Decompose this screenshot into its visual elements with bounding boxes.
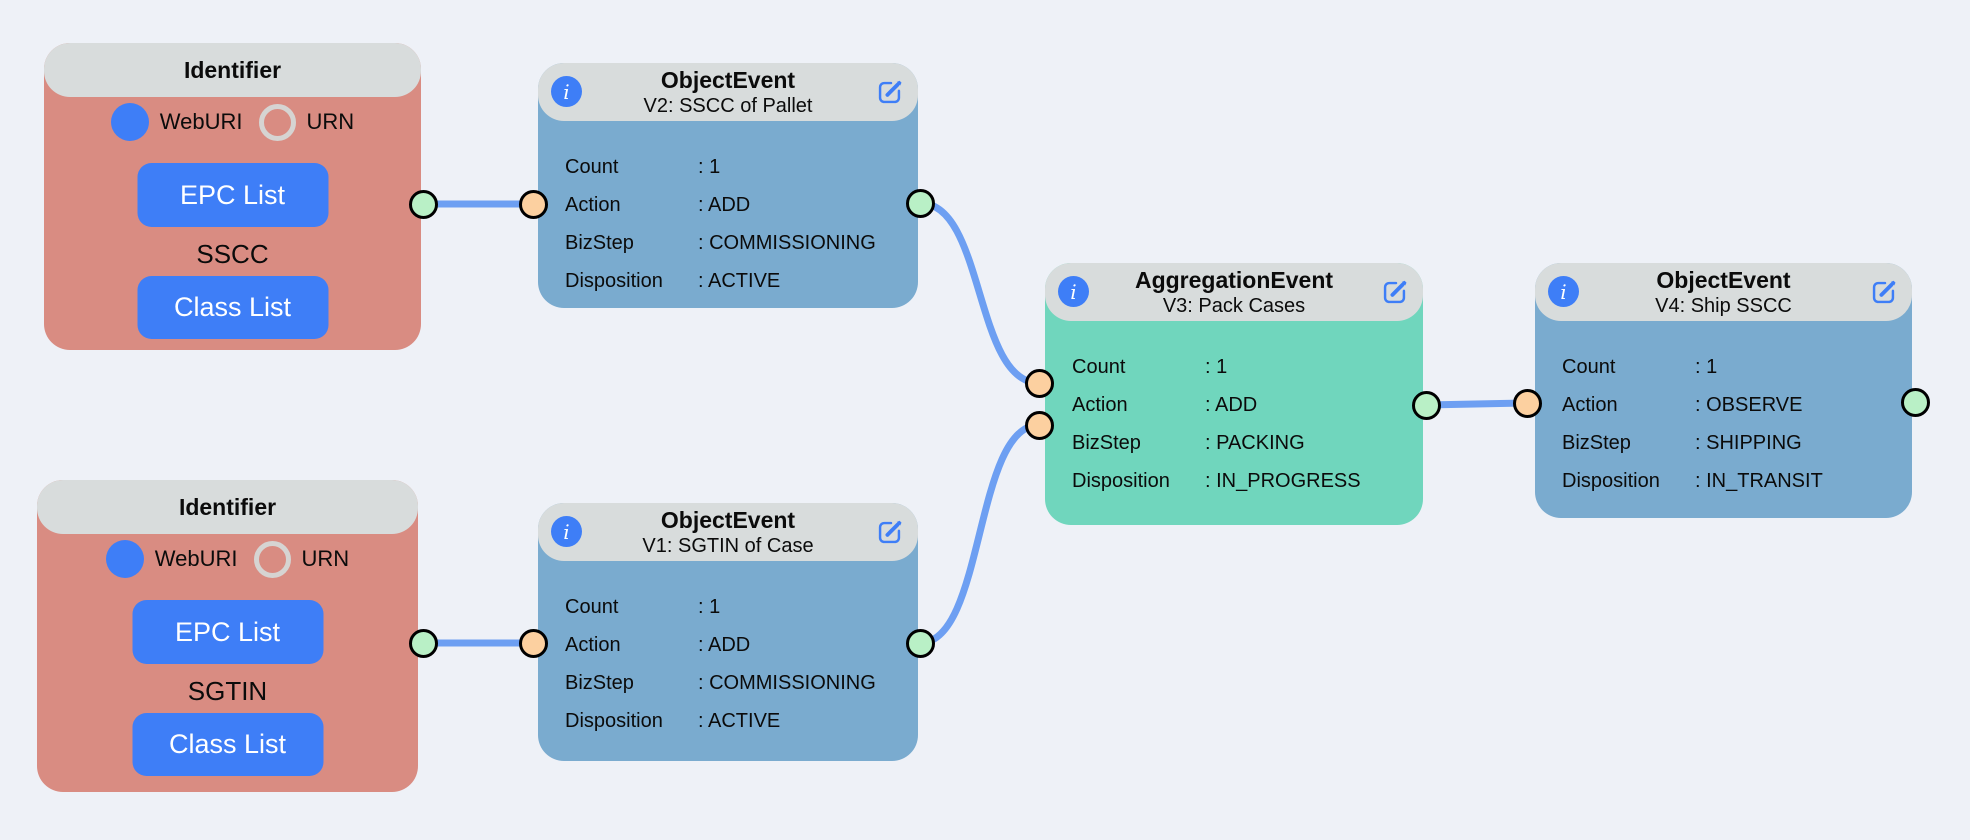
object-event-node-v2[interactable]: i ObjectEvent V2: SSCC of Pallet Count: …: [538, 63, 918, 308]
node-subtitle: V3: Pack Cases: [1162, 295, 1306, 317]
radio-urn-label: URN: [306, 109, 355, 134]
identifier-type-label: SSCC: [196, 239, 269, 269]
epc-list-button[interactable]: EPC List: [137, 163, 328, 227]
edit-icon[interactable]: [874, 77, 905, 108]
target-handle-v1[interactable]: [519, 629, 548, 658]
edge-aggregation-to-v4[interactable]: [1422, 399, 1531, 409]
class-list-button[interactable]: Class List: [137, 276, 328, 339]
aggregation-event-node-v3[interactable]: i AggregationEvent V3: Pack Cases Count:…: [1045, 263, 1423, 525]
source-handle-identifier-sgtin[interactable]: [409, 629, 438, 658]
info-icon[interactable]: i: [551, 76, 582, 107]
target-handle-v4[interactable]: [1513, 389, 1542, 418]
radio-urn-label: URN: [301, 546, 350, 571]
source-handle-v1[interactable]: [906, 629, 935, 658]
event-row: Action: ADD: [565, 633, 751, 656]
event-row: BizStep: COMMISSIONING: [565, 671, 876, 694]
event-row: Disposition: ACTIVE: [565, 709, 781, 732]
event-row: Action: OBSERVE: [1562, 393, 1803, 416]
target-handle-aggregation-child[interactable]: [1025, 411, 1054, 440]
radio-selected-icon: [110, 103, 149, 141]
event-row: Count: 1: [565, 595, 721, 618]
info-icon[interactable]: i: [551, 516, 582, 547]
node-title: ObjectEvent: [660, 507, 796, 533]
info-icon[interactable]: i: [1058, 276, 1089, 307]
identifier-node-sgtin[interactable]: Identifier WebURI URN EPC List SGTIN Cla…: [37, 480, 418, 792]
target-handle-aggregation-parent[interactable]: [1025, 369, 1054, 398]
edit-icon[interactable]: [1868, 277, 1899, 308]
source-handle-v2[interactable]: [906, 189, 935, 218]
edit-icon[interactable]: [874, 517, 905, 548]
object-event-node-v1[interactable]: i ObjectEvent V1: SGTIN of Case Count: 1…: [538, 503, 918, 761]
source-handle-aggregation[interactable]: [1412, 391, 1441, 420]
event-row: BizStep: PACKING: [1072, 431, 1305, 454]
node-subtitle: V4: Ship SSCC: [1655, 295, 1792, 317]
identifier-type-label: SGTIN: [187, 676, 268, 706]
node-title: ObjectEvent: [1656, 267, 1791, 293]
event-row: Disposition: IN_TRANSIT: [1562, 469, 1823, 492]
epc-list-button[interactable]: EPC List: [132, 600, 323, 664]
radio-weburi[interactable]: WebURI: [105, 540, 238, 578]
event-row: Count: 1: [1562, 355, 1718, 378]
event-row: Action: ADD: [565, 193, 751, 216]
event-row: Action: ADD: [1072, 393, 1258, 416]
node-title: ObjectEvent: [660, 67, 796, 93]
edge-v1-to-aggregation[interactable]: [916, 421, 1043, 647]
radio-selected-icon: [105, 540, 144, 578]
target-handle-v2[interactable]: [519, 190, 548, 219]
radio-urn[interactable]: URN: [253, 540, 350, 578]
event-row: Disposition: IN_PROGRESS: [1072, 469, 1361, 492]
uri-format-radio-group: WebURI URN: [44, 103, 421, 141]
node-title: Identifier: [37, 480, 418, 534]
object-event-node-v4[interactable]: i ObjectEvent V4: Ship SSCC Count: 1 Act…: [1535, 263, 1912, 518]
radio-unselected-icon: [258, 103, 296, 141]
event-row: BizStep: SHIPPING: [1562, 431, 1802, 454]
edge-v2-to-aggregation[interactable]: [916, 199, 1043, 387]
uri-format-radio-group: WebURI URN: [37, 540, 418, 578]
node-title: AggregationEvent: [1134, 267, 1334, 293]
radio-weburi[interactable]: WebURI: [110, 103, 243, 141]
node-title: Identifier: [44, 43, 421, 97]
event-row: Count: 1: [565, 155, 721, 178]
radio-urn[interactable]: URN: [258, 103, 355, 141]
source-handle-identifier-sscc[interactable]: [409, 190, 438, 219]
node-subtitle: V1: SGTIN of Case: [642, 535, 814, 557]
radio-weburi-label: WebURI: [154, 546, 238, 571]
identifier-node-sscc[interactable]: Identifier WebURI URN EPC List SSCC Clas…: [44, 43, 421, 350]
event-row: BizStep: COMMISSIONING: [565, 231, 876, 254]
node-subtitle: V2: SSCC of Pallet: [643, 95, 813, 117]
class-list-button[interactable]: Class List: [132, 713, 323, 776]
event-row: Disposition: ACTIVE: [565, 269, 781, 292]
radio-weburi-label: WebURI: [159, 109, 243, 134]
edit-icon[interactable]: [1379, 277, 1410, 308]
source-handle-v4[interactable]: [1901, 388, 1930, 417]
info-icon[interactable]: i: [1548, 276, 1579, 307]
radio-unselected-icon: [253, 540, 291, 578]
event-row: Count: 1: [1072, 355, 1228, 378]
